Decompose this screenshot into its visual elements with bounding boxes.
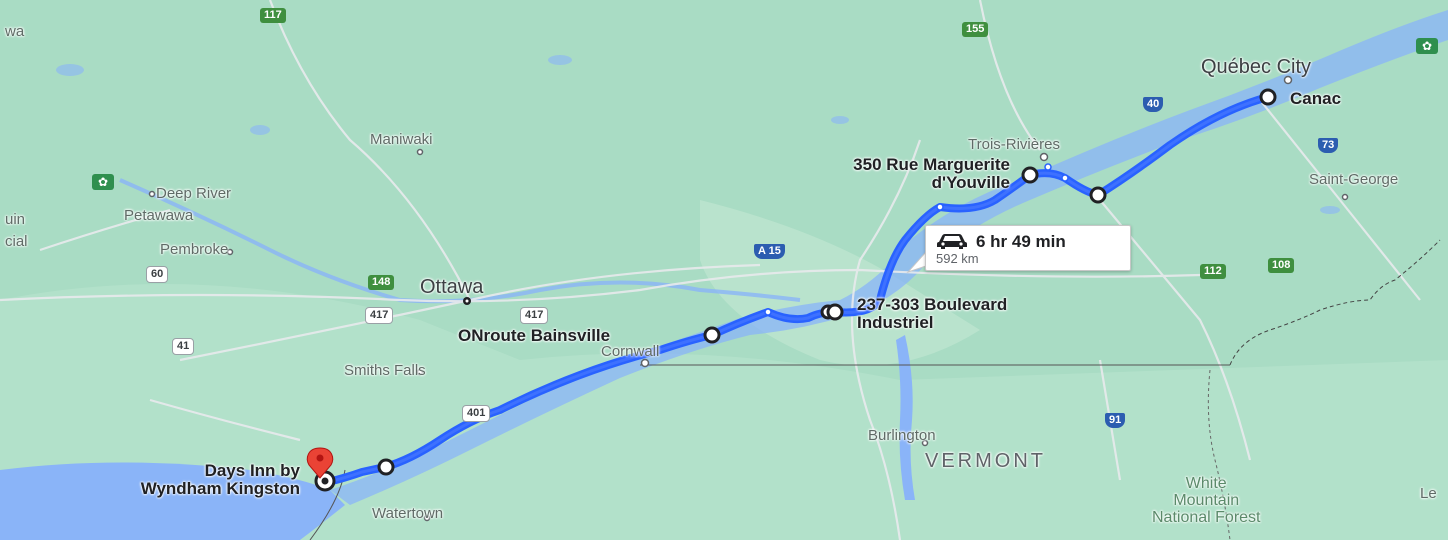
st-lawrence-river (330, 10, 1448, 505)
waypoint-label-youville-line1: 350 Rue Marguerite (853, 155, 1010, 174)
road-shield-401: 401 (462, 405, 491, 423)
provincial-park-icon[interactable]: ✿ (92, 174, 114, 190)
route-duration: 6 hr 49 min (976, 232, 1066, 251)
place-label-petawawa[interactable]: Petawawa (124, 207, 194, 224)
road-shield-148: 148 (368, 275, 395, 291)
state-border-nh (1207, 369, 1231, 540)
place-label-pembroke[interactable]: Pembroke (160, 241, 229, 258)
road-shield-91: 91 (1105, 413, 1126, 429)
lake-champlain (896, 335, 915, 500)
waypoint-marker-gananoque[interactable] (377, 458, 395, 476)
place-label-ottawa[interactable]: Ottawa (420, 276, 484, 298)
waypoint-marker-bainsville[interactable] (703, 326, 721, 344)
road-shield-417-west: 417 (365, 307, 394, 325)
road-shield-41: 41 (172, 338, 195, 356)
place-label-white-mountain[interactable]: White Mountain National Forest (1152, 475, 1261, 526)
waypoint-marker-youville[interactable] (1021, 166, 1039, 184)
lake-ontario (0, 462, 345, 540)
place-label-edge-uin: uin (5, 211, 26, 228)
place-label-trois-rivieres[interactable]: Trois-Rivières (968, 136, 1060, 153)
waypoint-label-bainsville[interactable]: ONroute Bainsville (458, 326, 611, 345)
road-shield-417-east: 417 (520, 307, 549, 325)
waypoint-label-start-line2: Wyndham Kingston (140, 478, 300, 498)
waypoint-label-youville-line2: d'Youville (931, 172, 1010, 192)
road-shield-112: 112 (1200, 264, 1226, 280)
road-shield-60: 60 (146, 266, 169, 284)
road-shield-155: 155 (962, 22, 989, 38)
waypoint-label-youville[interactable]: 350 Rue Marguerite d'Youville (760, 156, 1010, 192)
road-shield-40: 40 (1143, 97, 1164, 113)
waypoint-markers (377, 88, 1277, 476)
waypoint-marker-east[interactable] (1089, 186, 1107, 204)
place-label-quebec-city[interactable]: Québec City (1201, 56, 1312, 78)
car-icon (937, 234, 967, 249)
route-distance: 592 km (936, 251, 979, 266)
place-label-maniwaki[interactable]: Maniwaki (370, 131, 433, 148)
provincial-park-icon-east[interactable]: ✿ (1416, 38, 1438, 54)
road-shield-117: 117 (260, 8, 286, 24)
place-label-cornwall[interactable]: Cornwall (601, 343, 660, 360)
waypoint-label-boulevard[interactable]: 237-303 Boulevard Industriel (857, 296, 1007, 332)
place-label-burlington[interactable]: Burlington (868, 427, 936, 444)
place-label-saint-george[interactable]: Saint-George (1309, 171, 1399, 188)
place-label-deep-river[interactable]: Deep River (156, 185, 232, 202)
destination-pin-icon[interactable] (306, 447, 334, 479)
waypoint-label-start[interactable]: Days Inn by Wyndham Kingston (58, 462, 300, 498)
waypoint-marker-canac[interactable] (1259, 88, 1277, 106)
waypoint-label-boulevard-line2: Industriel (857, 312, 934, 332)
road-shield-73: 73 (1318, 138, 1339, 154)
state-border-maine (1229, 239, 1441, 366)
place-label-edge-wa: wa (5, 23, 25, 40)
road-shield-a15: A 15 (754, 244, 785, 260)
waypoint-label-start-line1: Days Inn by (204, 461, 300, 480)
waypoint-label-boulevard-line1: 237-303 Boulevard (857, 295, 1008, 314)
place-label-edge-le: Le (1420, 485, 1437, 502)
place-label-edge-cial: cial (5, 233, 28, 250)
place-label-smiths-falls[interactable]: Smiths Falls (344, 362, 426, 379)
place-label-watertown[interactable]: Watertown (372, 505, 444, 522)
route-info-callout[interactable]: 6 hr 49 min 592 km (925, 225, 1131, 271)
waypoint-marker-boulevard[interactable] (826, 303, 844, 321)
road-shield-108: 108 (1268, 258, 1295, 274)
place-label-vermont[interactable]: VERMONT (925, 450, 1046, 472)
waypoint-label-canac[interactable]: Canac (1290, 89, 1342, 108)
